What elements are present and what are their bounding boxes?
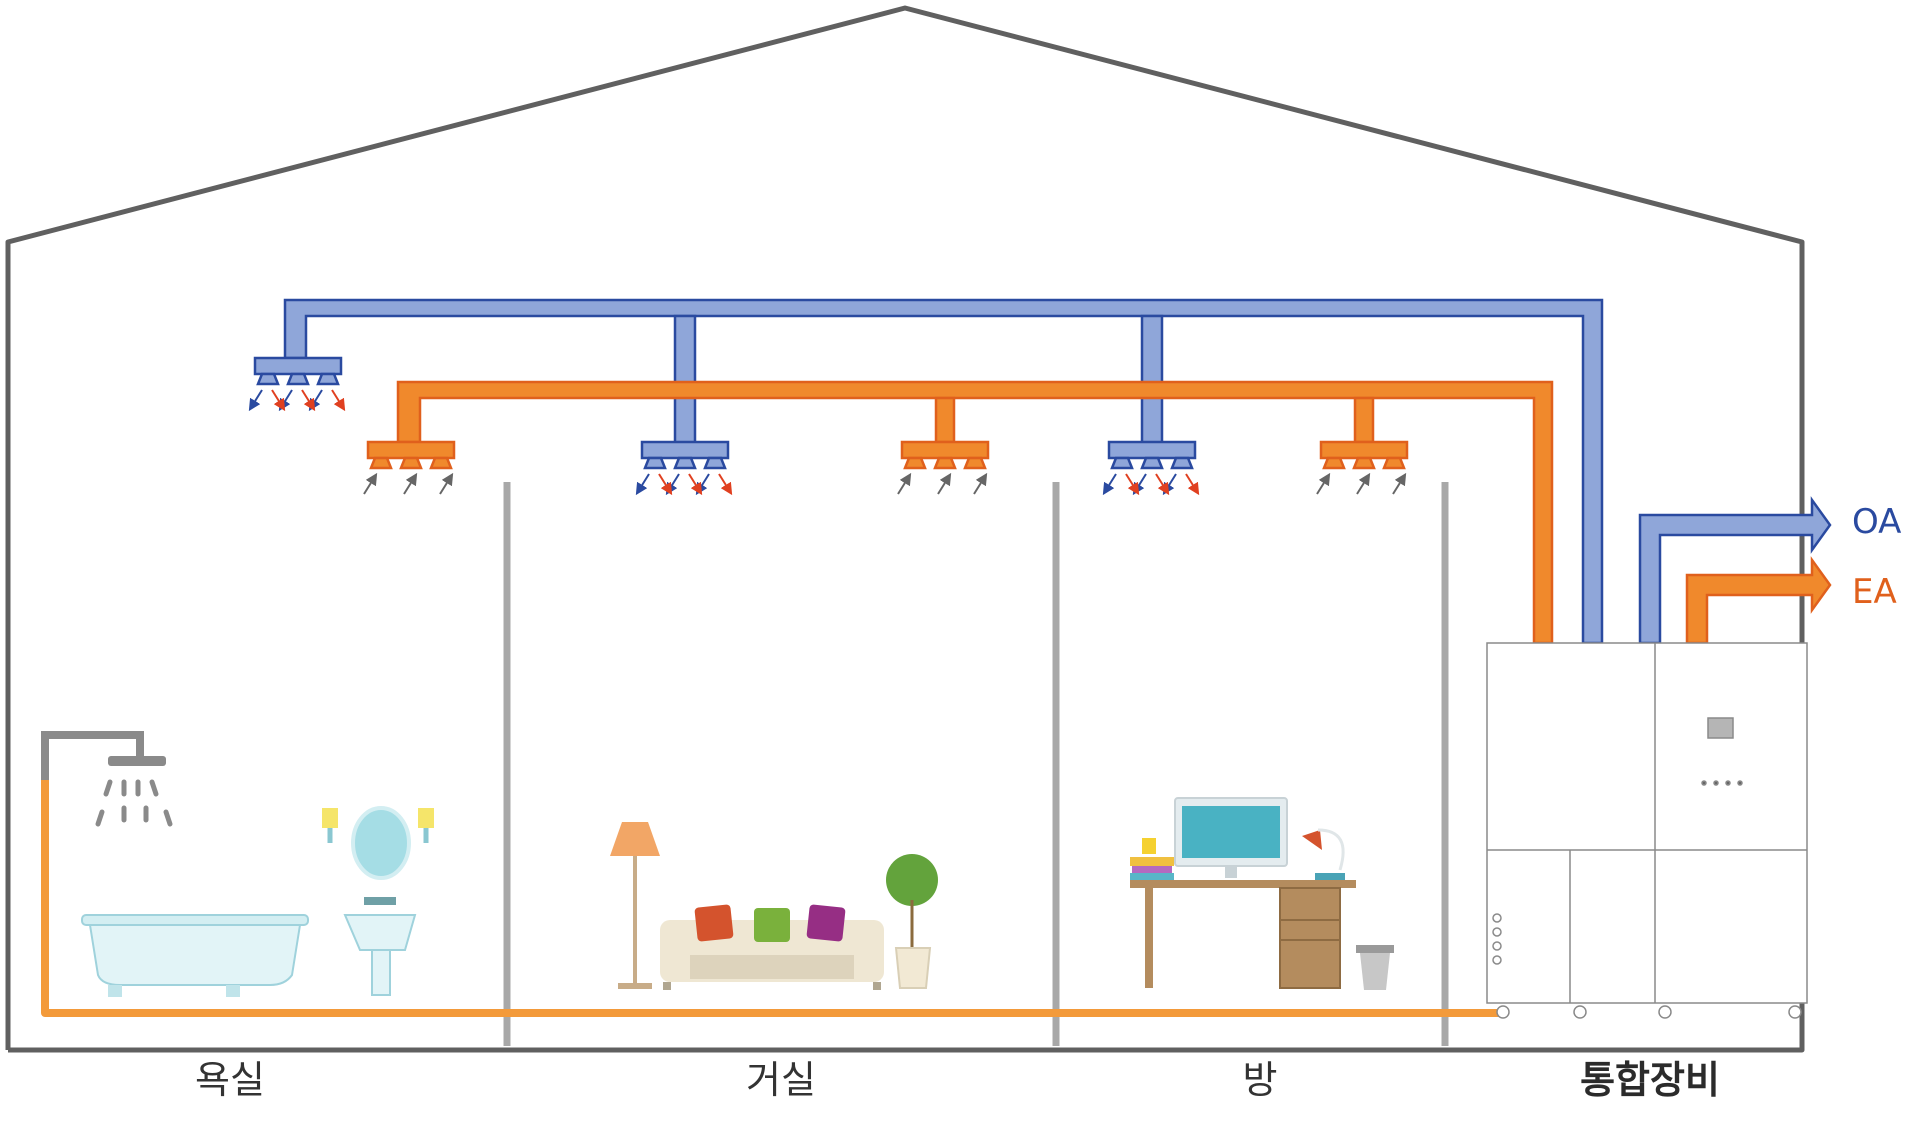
exhaust-duct — [366, 380, 1832, 645]
room-label-bathroom: 욕실 — [195, 1058, 265, 1102]
desk-icon — [1130, 880, 1356, 989]
floor-exhaust-pipe — [41, 780, 1505, 1017]
desk-lamp-icon — [1302, 828, 1345, 880]
sofa-icon — [660, 904, 884, 990]
plant-icon — [886, 854, 938, 989]
sink-icon — [322, 806, 434, 996]
house-outline — [5, 5, 1805, 1053]
supply-duct — [253, 298, 1832, 645]
supply-airflow-arrows — [248, 389, 1200, 496]
books-icon — [1130, 838, 1174, 880]
partition-walls — [503, 482, 1449, 1046]
oa-label: OA — [1852, 502, 1902, 542]
computer-monitor-icon — [1174, 797, 1288, 878]
trash-can-icon — [1356, 945, 1394, 990]
integrated-unit-icon — [1486, 642, 1808, 1019]
exhaust-airflow-arrows — [363, 472, 1407, 495]
shower-icon — [41, 731, 173, 827]
floor-lamp-icon — [610, 822, 660, 989]
room-label-living-room: 거실 — [746, 1058, 816, 1102]
bathtub-icon — [81, 914, 309, 997]
room-label-bedroom: 방 — [1242, 1058, 1278, 1102]
ea-label: EA — [1852, 572, 1897, 612]
room-label-integrated-unit: 통합장비 — [1580, 1058, 1720, 1102]
